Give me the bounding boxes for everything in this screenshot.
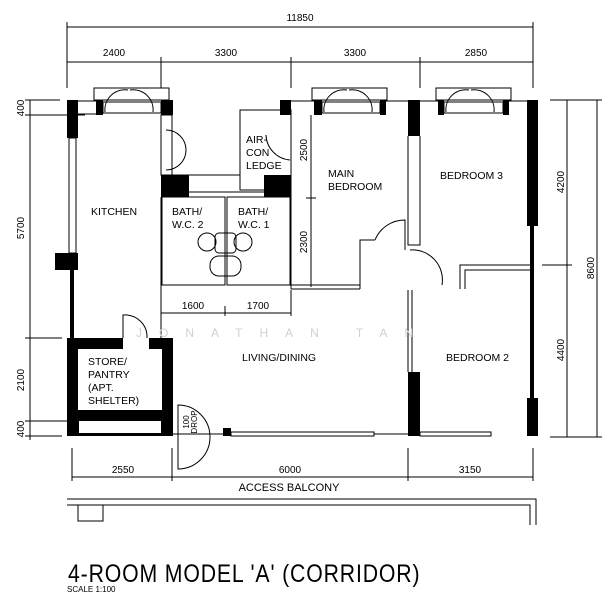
label-bath-2: W.C. 2 [172,219,204,231]
dim-main-bedroom-2: 2300 [299,230,310,253]
dim-bottom-1: 2550 [112,465,135,476]
label-drop: 100 [182,415,191,429]
dim-left-1: 400 [16,99,27,116]
corridor-parapet [67,498,537,525]
inner-dimensions: 1600 1700 2500 2300 [161,115,316,316]
label-bath-1: W.C. 1 [238,219,270,231]
label-aircon: CON [246,147,269,159]
label-bedroom-2: BEDROOM 2 [446,352,509,364]
room-labels: KITCHEN AIR- CON LEDGE BATH/ W.C. 2 BATH… [88,134,509,434]
dim-right-1: 4200 [556,170,567,193]
dim-left-3: 2100 [16,368,27,391]
dim-right-overall: 8600 [586,256,597,279]
label-bath-1: BATH/ [238,206,268,218]
label-bedroom-3: BEDROOM 3 [440,170,503,182]
label-access-balcony: ACCESS BALCONY [239,482,341,494]
plan-scale: SCALE 1:100 [67,585,116,594]
label-main-bedroom: BEDROOM [328,181,382,193]
right-dimensions: 4200 4400 8600 [542,99,602,438]
label-store: STORE/ [88,356,127,368]
dim-left-2: 5700 [16,216,27,239]
plan-title: 4-ROOM MODEL 'A' (CORRIDOR) [68,559,420,587]
dim-top-4: 2850 [465,48,488,59]
label-aircon: LEDGE [246,160,282,172]
label-aircon: AIR- [246,134,268,146]
dim-top-3: 3300 [344,48,367,59]
label-main-bedroom: MAIN [328,168,354,180]
doors [104,89,495,470]
dim-bath-1: 1700 [247,301,270,312]
label-store: (APT. [88,382,114,394]
dim-bottom-2: 6000 [279,465,302,476]
dim-top-2: 3300 [215,48,238,59]
dim-bath-2: 1600 [182,301,205,312]
dim-right-2: 4400 [556,338,567,361]
label-living-dining: LIVING/DINING [242,352,316,364]
dim-overall: 11850 [286,13,314,24]
bottom-dimensions: 2550 6000 3150 ACCESS BALCONY [71,448,534,494]
dim-bottom-3: 3150 [459,465,482,476]
label-bath-2: BATH/ [172,206,202,218]
label-store: SHELTER) [88,395,139,407]
label-store: PANTRY [88,369,130,381]
top-dimensions: 11850 2400 3300 3300 2850 [66,13,534,100]
walls [55,87,538,437]
dim-left-4: 400 [16,420,27,437]
dim-top-1: 2400 [103,48,126,59]
left-dimensions: 400 5700 2100 400 [16,99,85,440]
dim-main-bedroom-1: 2500 [299,138,310,161]
label-drop: DROP [190,410,199,433]
watermark: JONATHAN TAN [136,326,430,340]
label-kitchen: KITCHEN [91,206,137,218]
